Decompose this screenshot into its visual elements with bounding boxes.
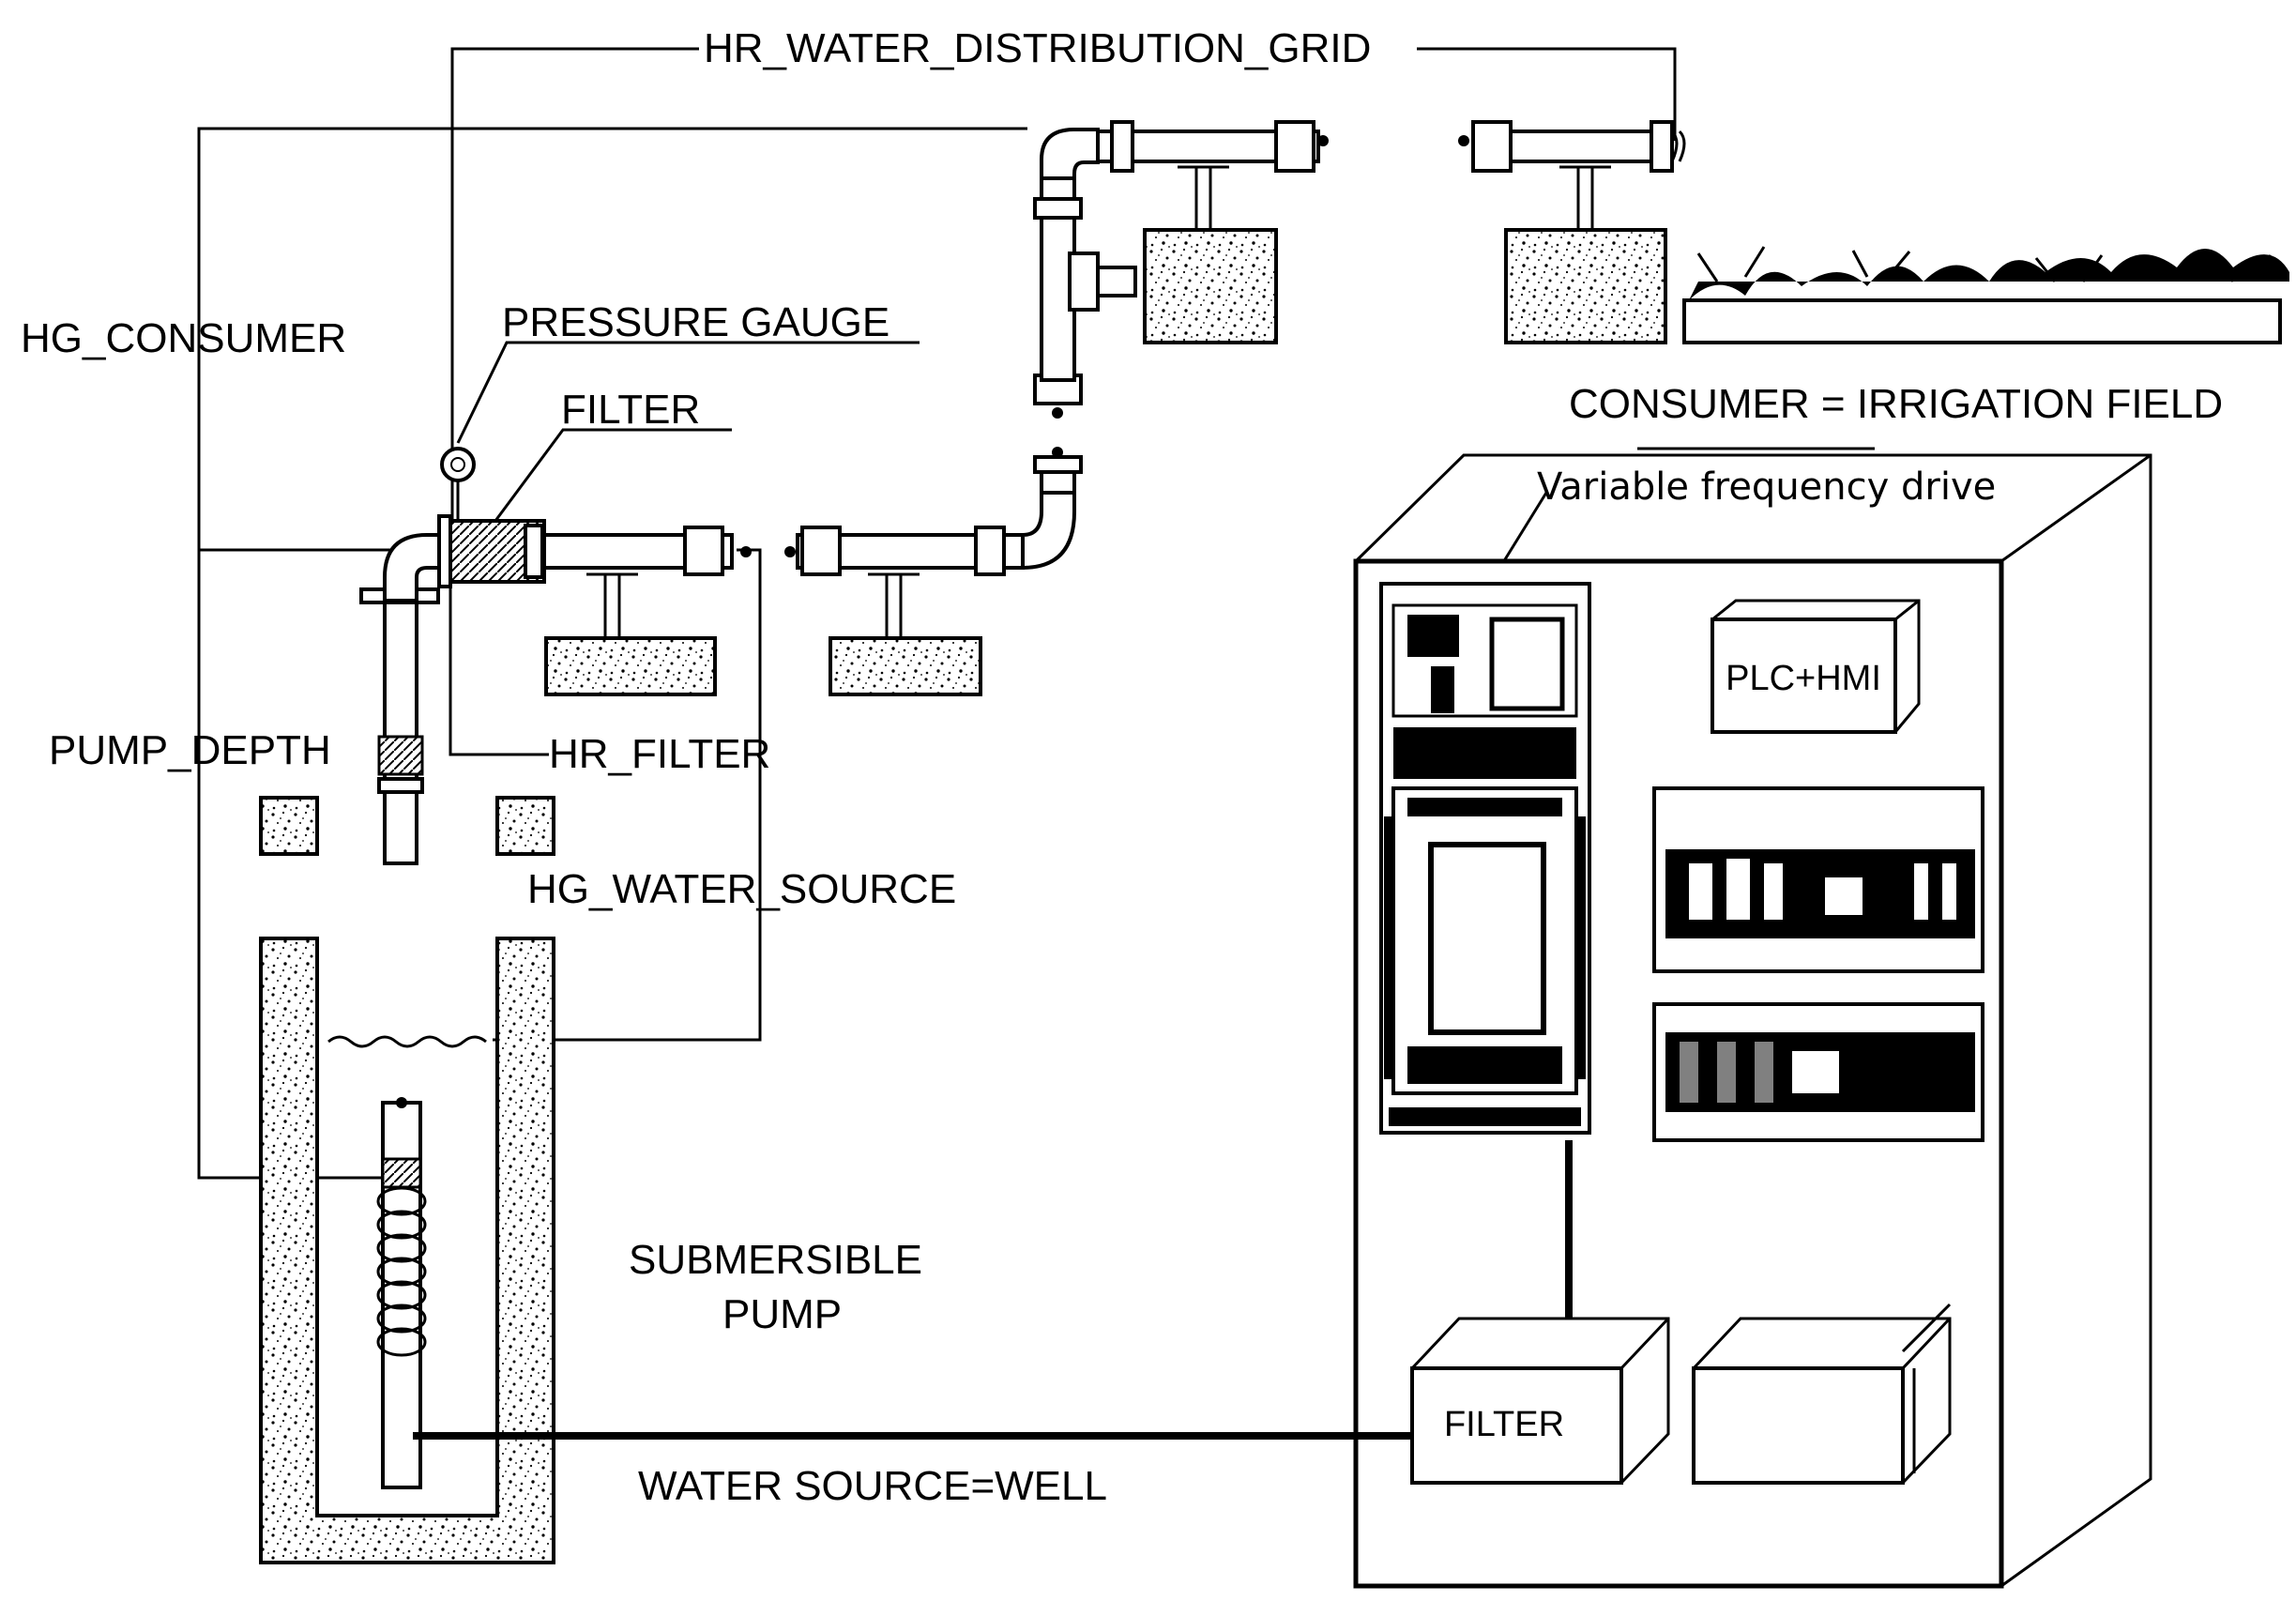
- label-water-source: WATER SOURCE=WELL: [638, 1463, 1107, 1509]
- label-hr-filter: HR_FILTER: [549, 731, 770, 777]
- plc-hmi-box: [1711, 599, 1921, 734]
- terminal-panel-top: [1652, 786, 1984, 973]
- irrigation-field: [1682, 246, 2289, 344]
- label-distribution-grid: HR_WATER_DISTRIBUTION_GRID: [704, 25, 1371, 71]
- ground-block-left: [259, 796, 319, 856]
- auxiliary-box: [1692, 1303, 1952, 1485]
- well-casing: [259, 937, 555, 1564]
- support-block-4: [1504, 228, 1667, 344]
- pipe-network: [359, 120, 1686, 865]
- pipe-supports: [544, 165, 1667, 696]
- labels: HR_WATER_DISTRIBUTION_GRID HG_CONSUMER P…: [21, 23, 2223, 1509]
- water-level: [327, 1035, 487, 1048]
- label-pump-depth: PUMP_DEPTH: [49, 727, 331, 773]
- filter-box: [1410, 1317, 1670, 1485]
- well: [259, 796, 555, 1564]
- vfd-unit-icon: [1379, 582, 1591, 1135]
- label-hg-consumer: HG_CONSUMER: [21, 315, 346, 361]
- support-block-1: [544, 636, 717, 696]
- label-pressure-gauge: PRESSURE GAUGE: [502, 299, 890, 345]
- well-riser-pipe: [383, 599, 418, 865]
- support-block-3: [1143, 228, 1278, 344]
- ground-block-right: [495, 796, 555, 856]
- terminal-panel-bottom: [1652, 1002, 1984, 1142]
- control-cabinet: [1353, 447, 2152, 1589]
- support-block-2: [829, 636, 982, 696]
- label-vfd: Variable frequency drive: [1537, 465, 1996, 509]
- label-submersible: SUBMERSIBLE: [629, 1237, 922, 1283]
- label-filter-box: FILTER: [1444, 1405, 1564, 1444]
- label-consumer: CONSUMER = IRRIGATION FIELD: [1569, 381, 2223, 427]
- label-pump: PUMP: [722, 1291, 842, 1337]
- label-filter-top: FILTER: [561, 387, 700, 433]
- label-hg-water-source: HG_WATER_SOURCE: [527, 866, 956, 912]
- label-plc-hmi: PLC+HMI: [1726, 659, 1881, 698]
